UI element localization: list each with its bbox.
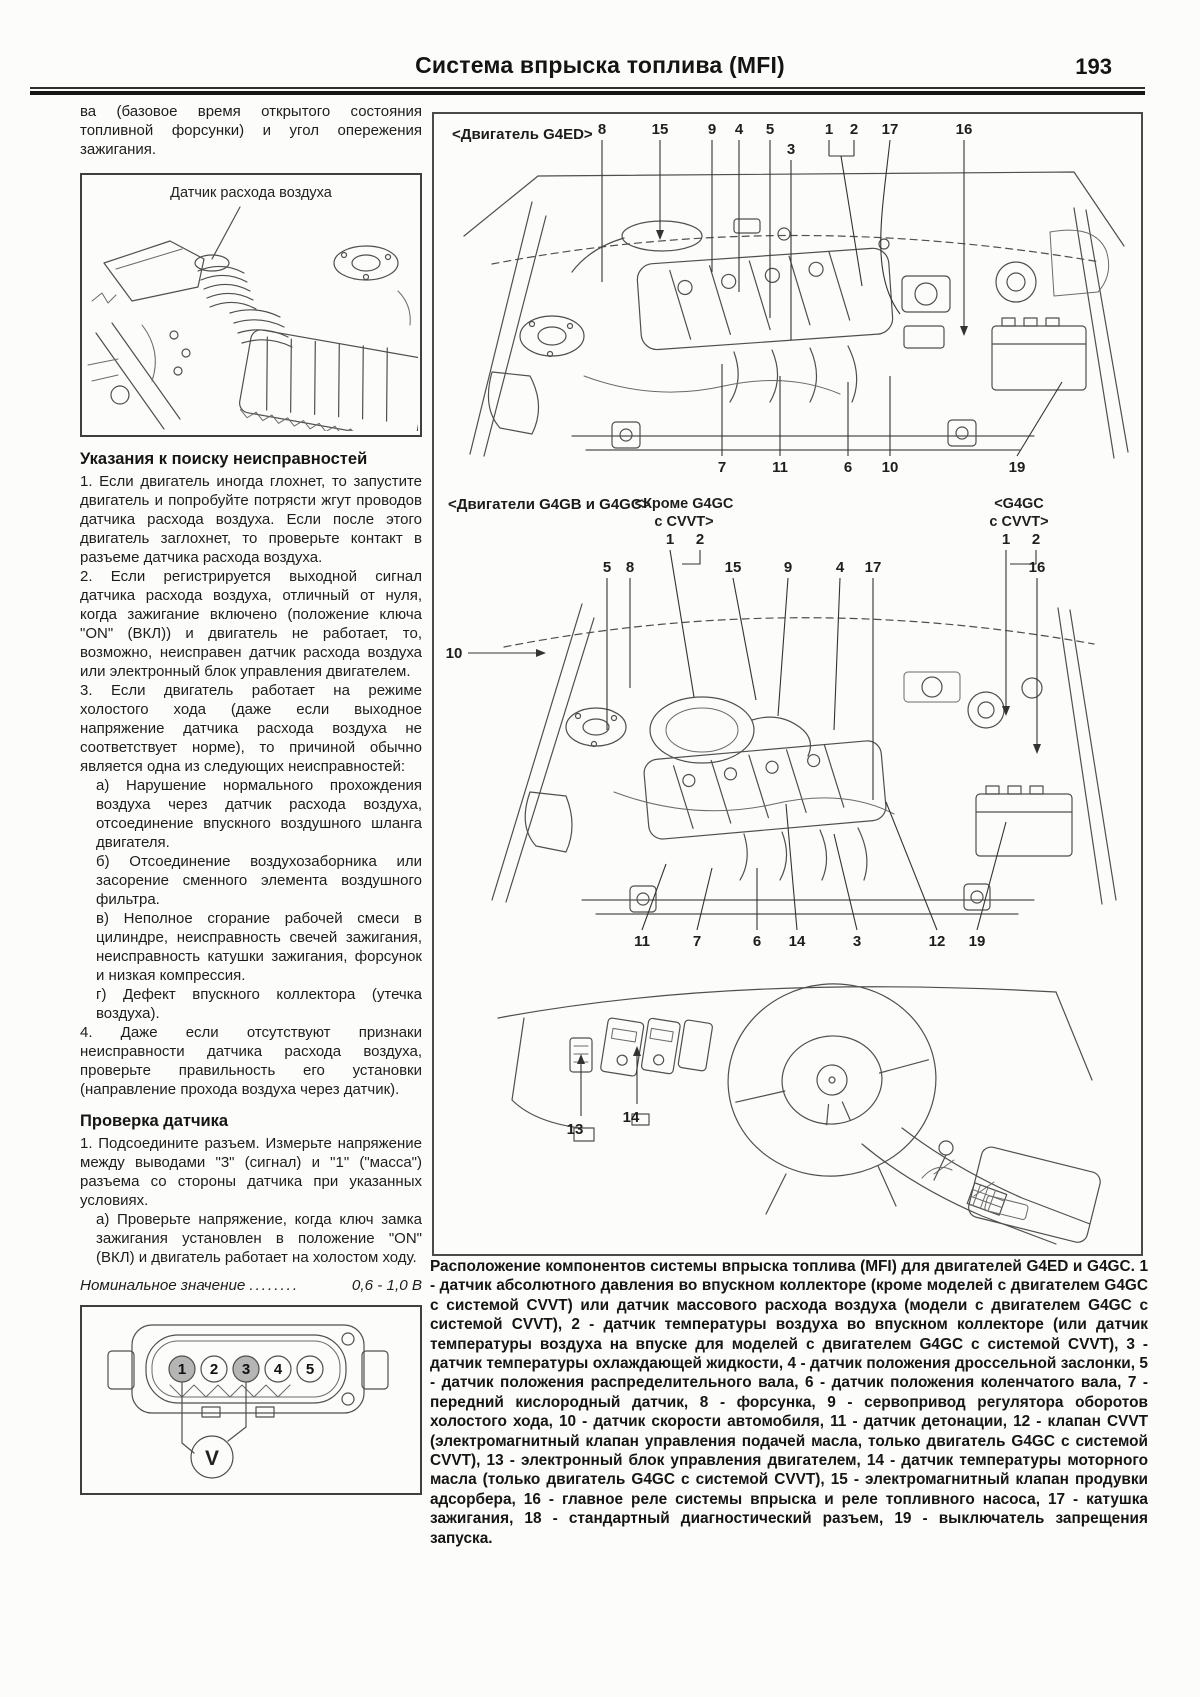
troubleshooting-item-4: 4. Даже если отсутствуют признаки неиспр…: [80, 1024, 422, 1098]
callout-g4ed-5: 5: [766, 121, 774, 138]
g4gb-callout-lines: [468, 549, 1041, 931]
callout-g4gb-16: 16: [1029, 559, 1046, 576]
interior-line-art: [497, 983, 1101, 1245]
engine-diagram-frame: <Двигатель G4ED>: [432, 112, 1143, 1256]
header-rule-thin: [30, 87, 1145, 89]
left-column: ва (базовое время открытого состояния то…: [80, 102, 422, 1495]
troubleshooting-item-3g: г) Дефект впускного коллектора (утечка в…: [96, 986, 422, 1022]
header-rule-thick: [30, 91, 1145, 95]
header-rule: [30, 87, 1145, 95]
callout-g4ed-16: 16: [956, 121, 973, 138]
callout-g4gb-15: 15: [725, 559, 742, 576]
callout-sub1-2: 2: [696, 531, 704, 548]
callout-g4ed-2: 2: [850, 121, 858, 138]
callout-g4ed-8: 8: [598, 121, 606, 138]
callout-interior-14: 14: [623, 1109, 640, 1126]
callout-g4ed-19: 19: [1009, 459, 1026, 476]
connector-pin-2: 2: [210, 1361, 218, 1378]
g4ed-line-art: [463, 171, 1129, 459]
figure-connector: 1 2 3 4 5 V: [80, 1305, 422, 1495]
callout-g4ed-11: 11: [772, 459, 788, 476]
callout-g4gb-12: 12: [929, 933, 946, 950]
interior-callout-lines: [577, 1046, 641, 1116]
sensor-check-item-1: 1. Подсоедините разъем. Измерьте напряже…: [80, 1135, 422, 1209]
troubleshooting-item-3a: а) Нарушение нормального прохождения воз…: [96, 777, 422, 851]
airflow-sensor-drawing: [87, 206, 418, 431]
callout-g4gb-6: 6: [753, 933, 761, 950]
sensor-check-heading: Проверка датчика: [80, 1112, 229, 1130]
connector-pin-1: 1: [178, 1361, 186, 1378]
label-krome-g4gc-line2: с CVVT>: [654, 514, 713, 530]
callout-g4gb-11: 11: [634, 933, 650, 950]
callout-g4gb-14: 14: [789, 933, 806, 950]
connector-line-art: [107, 1324, 389, 1479]
troubleshooting-item-1: 1. Если двигатель иногда глохнет, то зап…: [80, 473, 422, 566]
diagram-g4ed-label: <Двигатель G4ED>: [452, 126, 593, 143]
label-krome-g4gc-line1: <Кроме G4GC: [635, 496, 734, 512]
page-title: Система впрыска топлива (MFI): [415, 52, 785, 78]
callout-sub2-1: 1: [1002, 531, 1010, 548]
figure-airflow-caption: Датчик расхода воздуха: [170, 185, 332, 201]
troubleshooting-heading: Указания к поиску неисправностей: [80, 450, 368, 468]
callout-g4ed-7: 7: [718, 459, 726, 476]
callout-g4ed-1: 1: [825, 121, 833, 138]
label-g4gc-cvvt-line2: с CVVT>: [989, 514, 1048, 530]
nominal-leader-dots: ........: [249, 1277, 300, 1294]
troubleshooting-item-3b: б) Отсоединение воздухозаборника или зас…: [96, 853, 422, 908]
troubleshooting-item-2: 2. Если регистрируется выходной сигнал д…: [80, 568, 422, 680]
callout-g4gb-7: 7: [693, 933, 701, 950]
callout-g4ed-15: 15: [652, 121, 669, 138]
troubleshooting-item-3: 3. Если двигатель работает на режиме хол…: [80, 682, 422, 775]
callout-g4gb-9: 9: [784, 559, 792, 576]
connector-pin-5: 5: [306, 1361, 314, 1378]
connector-pin-3: 3: [242, 1361, 250, 1378]
nominal-label: Номинальное значение: [80, 1277, 246, 1294]
figure-airflow-sensor: Датчик расхода воздуха: [80, 173, 422, 437]
callout-g4gb-4: 4: [836, 559, 845, 576]
intro-paragraph: ва (базовое время открытого состояния то…: [80, 103, 422, 158]
nominal-value-row: Номинальное значение ........ 0,6 - 1,0 …: [80, 1276, 422, 1295]
callout-g4gb-8: 8: [626, 559, 634, 576]
connector-drawing: 1 2 3 4 5 V: [107, 1324, 389, 1479]
callout-interior-13: 13: [567, 1121, 584, 1138]
callout-g4gb-19: 19: [969, 933, 986, 950]
troubleshooting-item-3v: в) Неполное сгорание рабочей смеси в цил…: [96, 910, 422, 984]
callout-g4ed-17: 17: [882, 121, 899, 138]
g4ed-callout-lines: [601, 139, 1063, 457]
airflow-line-art: [87, 206, 418, 431]
sensor-check-item-1a: а) Проверьте напряжение, когда ключ замк…: [96, 1211, 422, 1266]
callout-g4gb-17: 17: [865, 559, 882, 576]
callout-g4ed-9: 9: [708, 121, 716, 138]
callout-g4gb-3: 3: [853, 933, 861, 950]
callout-sub2-2: 2: [1032, 531, 1040, 548]
callout-g4gb-10: 10: [446, 645, 463, 662]
callout-sub1-1: 1: [666, 531, 674, 548]
callout-g4ed-3: 3: [787, 141, 795, 158]
nominal-value: 0,6 - 1,0 В: [351, 1277, 422, 1294]
callout-g4ed-6: 6: [844, 459, 852, 476]
callout-g4ed-4: 4: [735, 121, 744, 138]
callout-g4ed-10: 10: [882, 459, 899, 476]
g4gb-line-art: [491, 603, 1117, 915]
diagram-interior: 13 14: [497, 983, 1101, 1245]
voltmeter-symbol: V: [205, 1447, 219, 1470]
diagram-caption: Расположение компонентов системы впрыска…: [430, 1258, 1148, 1547]
page-number: 193: [1075, 54, 1112, 79]
callout-g4gb-5: 5: [603, 559, 611, 576]
diagram-g4gb-label: <Двигатели G4GB и G4GC>: [448, 496, 651, 513]
diagram-g4gb-g4gc: <Кроме G4GC с CVVT> 1 2 <G4GC с CVVT> 1 …: [446, 496, 1117, 950]
label-g4gc-cvvt-line1: <G4GC: [994, 496, 1044, 512]
connector-pin-4: 4: [274, 1361, 283, 1378]
diagram-g4ed: 8 15 9 4 5 3 1 2 17 16 7 11 6 10 19: [463, 121, 1129, 476]
